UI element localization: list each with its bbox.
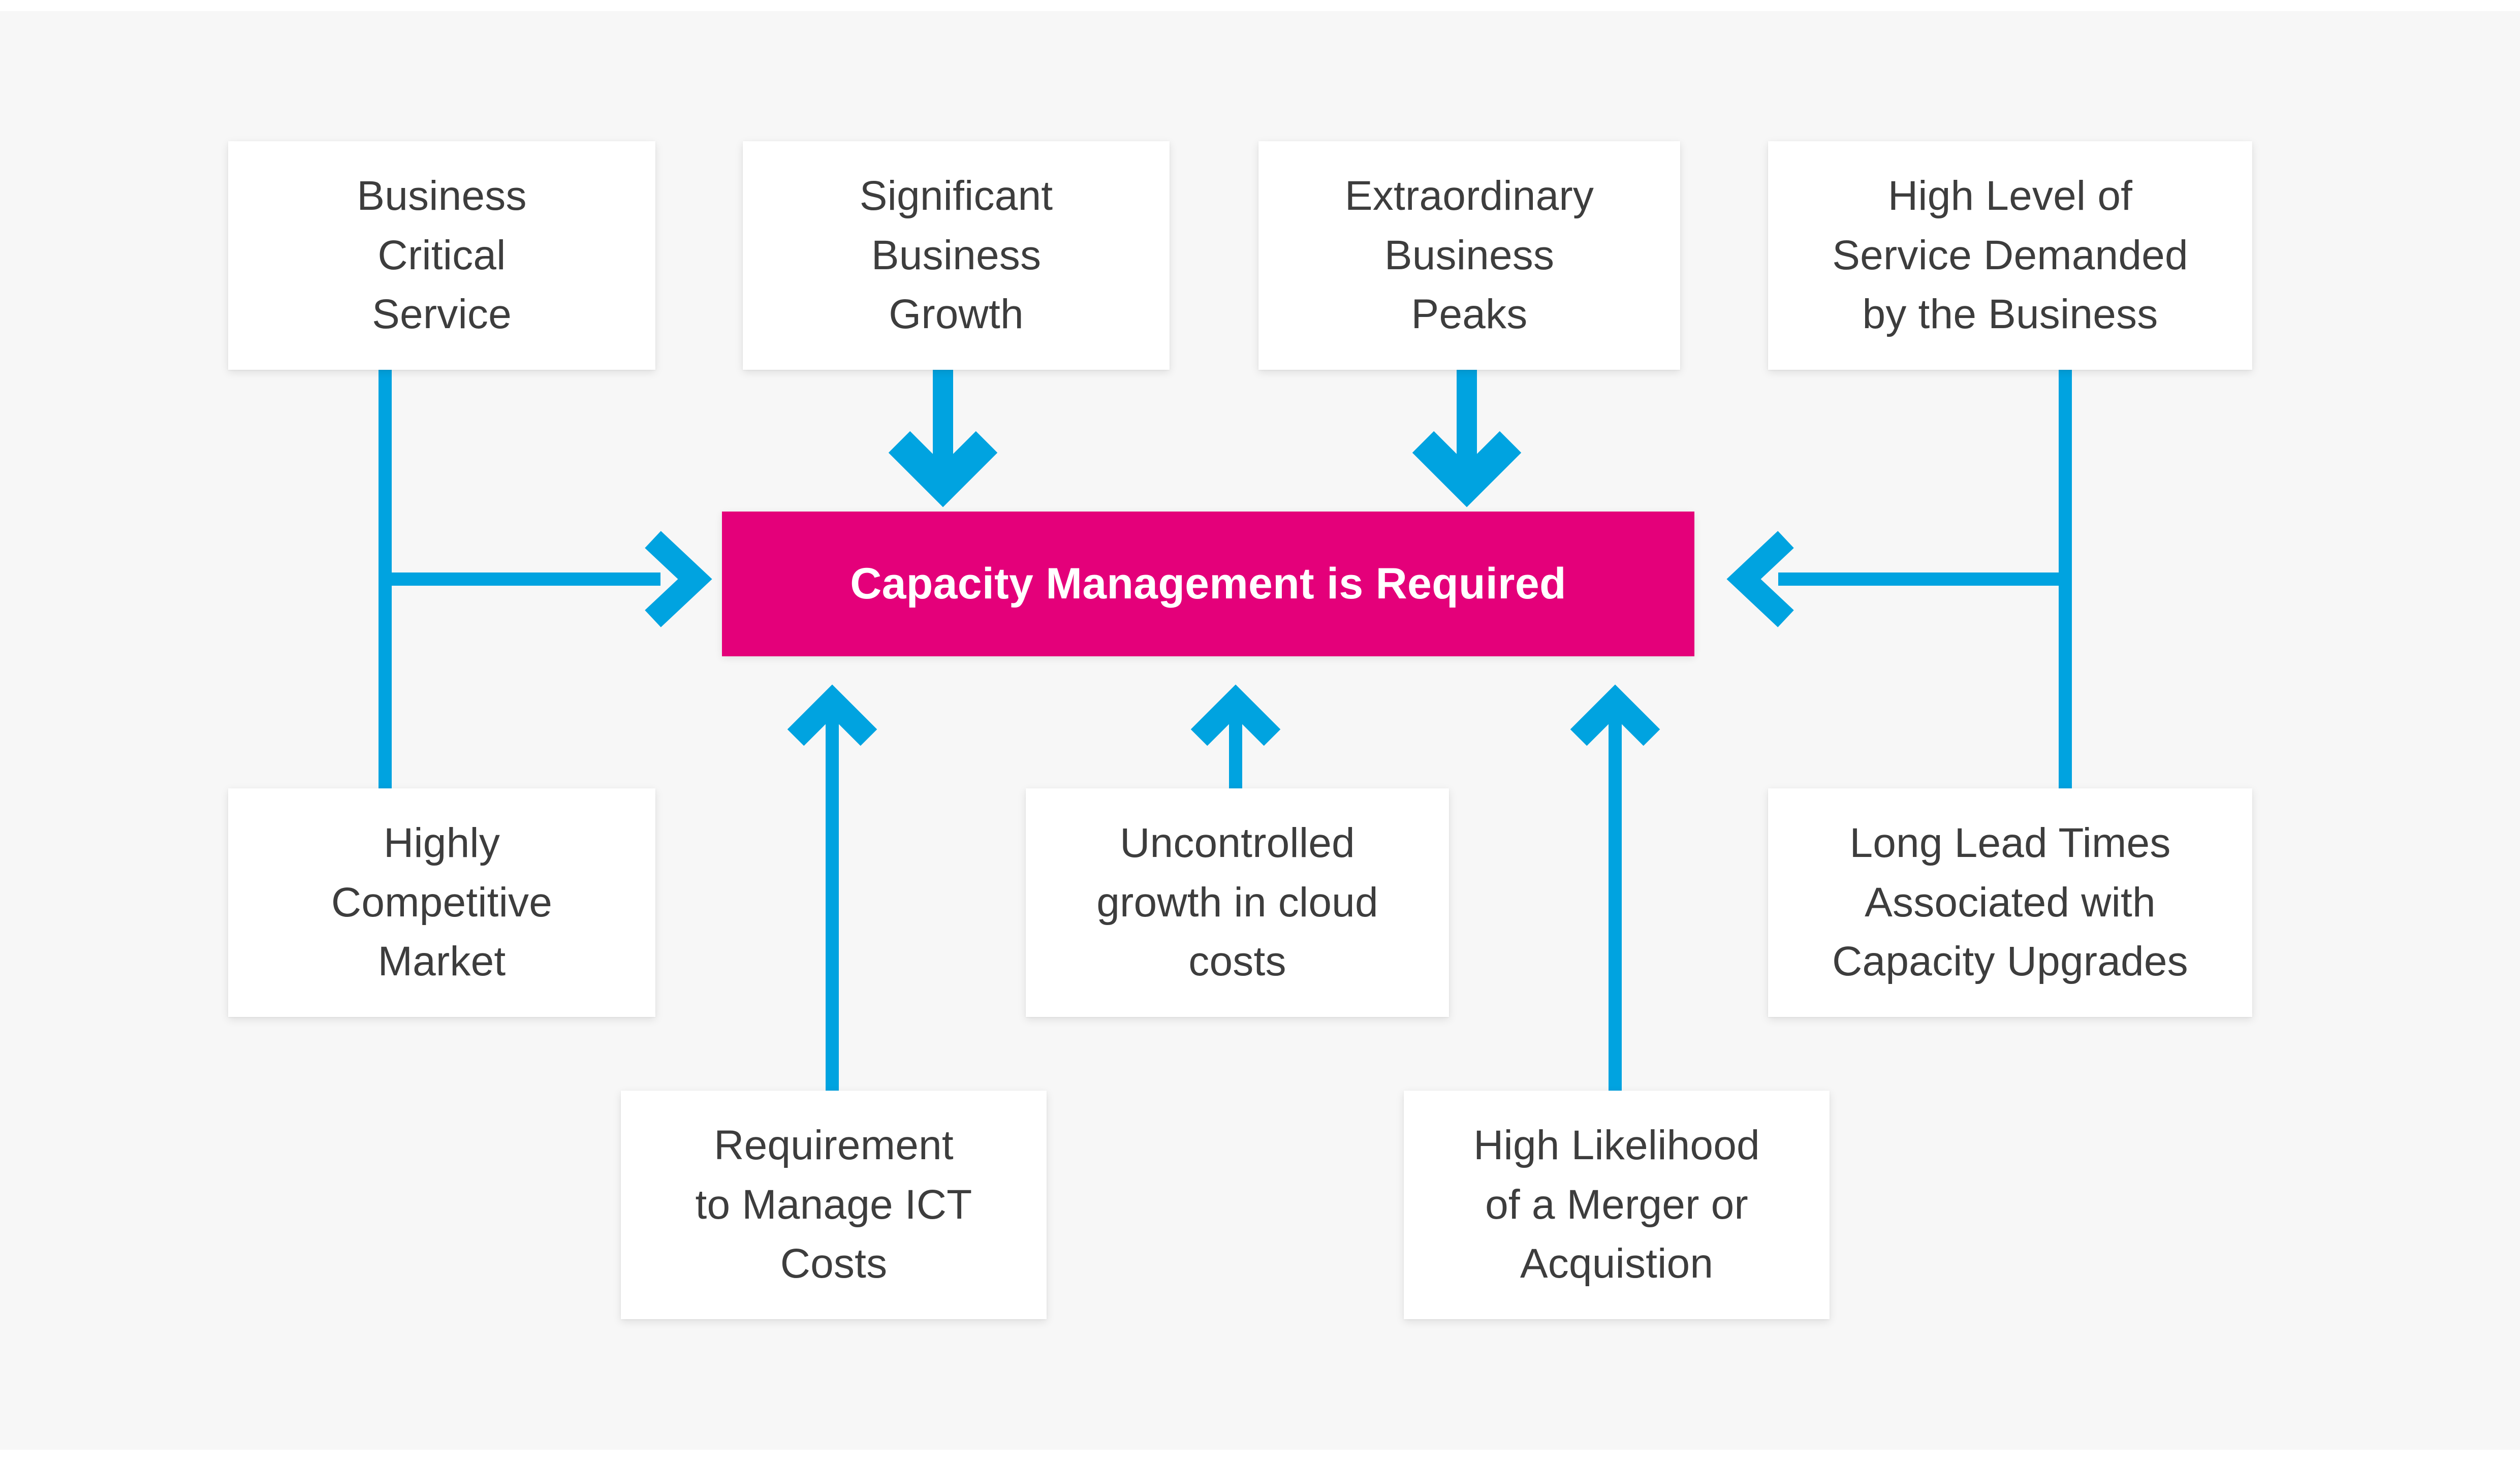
node-high-likelihood-merger-acquistion[interactable]: High Likelihood of a Merger or Acquistio…	[1404, 1091, 1830, 1319]
connector-line-right-trunk	[2059, 369, 2072, 799]
node-business-critical-service[interactable]: Business Critical Service	[228, 141, 655, 370]
diagram-stage: Business Critical Service Significant Bu…	[0, 11, 2520, 1450]
connector-line-down-1	[933, 369, 953, 471]
connector-line-up-3	[1609, 707, 1622, 1103]
node-significant-business-growth[interactable]: Significant Business Growth	[743, 141, 1170, 370]
arrowhead-down-2-icon	[1412, 431, 1522, 507]
node-uncontrolled-cloud-cost-growth[interactable]: Uncontrolled growth in cloud costs	[1026, 788, 1449, 1017]
node-requirement-to-manage-ict-costs[interactable]: Requirement to Manage ICT Costs	[621, 1091, 1047, 1319]
node-high-level-of-service-demanded[interactable]: High Level of Service Demanded by the Bu…	[1768, 141, 2252, 370]
arrowhead-left-to-center-icon	[645, 531, 712, 627]
node-label: Significant Business Growth	[859, 173, 1053, 338]
node-label: Requirement to Manage ICT Costs	[695, 1122, 972, 1287]
center-node-label: Capacity Management is Required	[850, 559, 1566, 608]
connector-line-right-horizontal	[1778, 572, 2072, 586]
node-label: Business Critical Service	[357, 173, 527, 338]
node-long-lead-times-capacity-upgrades[interactable]: Long Lead Times Associated with Capacity…	[1768, 788, 2252, 1017]
connector-line-left-trunk	[379, 369, 392, 799]
arrowhead-up-1-icon	[787, 684, 877, 746]
node-label: Highly Competitive Market	[331, 820, 553, 985]
connector-line-up-2	[1229, 707, 1242, 799]
node-capacity-management-required[interactable]: Capacity Management is Required	[722, 512, 1694, 656]
node-label: Long Lead Times Associated with Capacity…	[1832, 820, 2188, 985]
arrowhead-right-to-center-icon	[1726, 531, 1794, 627]
node-highly-competitive-market[interactable]: Highly Competitive Market	[228, 788, 655, 1017]
connector-line-up-1	[826, 707, 839, 1103]
node-label: High Level of Service Demanded by the Bu…	[1832, 173, 2188, 338]
arrowhead-up-2-icon	[1190, 684, 1281, 746]
node-label: Uncontrolled growth in cloud costs	[1096, 820, 1378, 985]
arrowhead-up-3-icon	[1570, 684, 1660, 746]
node-label: Extraordinary Business Peaks	[1344, 173, 1594, 338]
node-label: High Likelihood of a Merger or Acquistio…	[1473, 1122, 1760, 1287]
connector-line-left-horizontal	[379, 572, 660, 586]
node-extraordinary-business-peaks[interactable]: Extraordinary Business Peaks	[1258, 141, 1680, 370]
arrowhead-down-1-icon	[888, 431, 998, 507]
connector-line-down-2	[1457, 369, 1477, 471]
